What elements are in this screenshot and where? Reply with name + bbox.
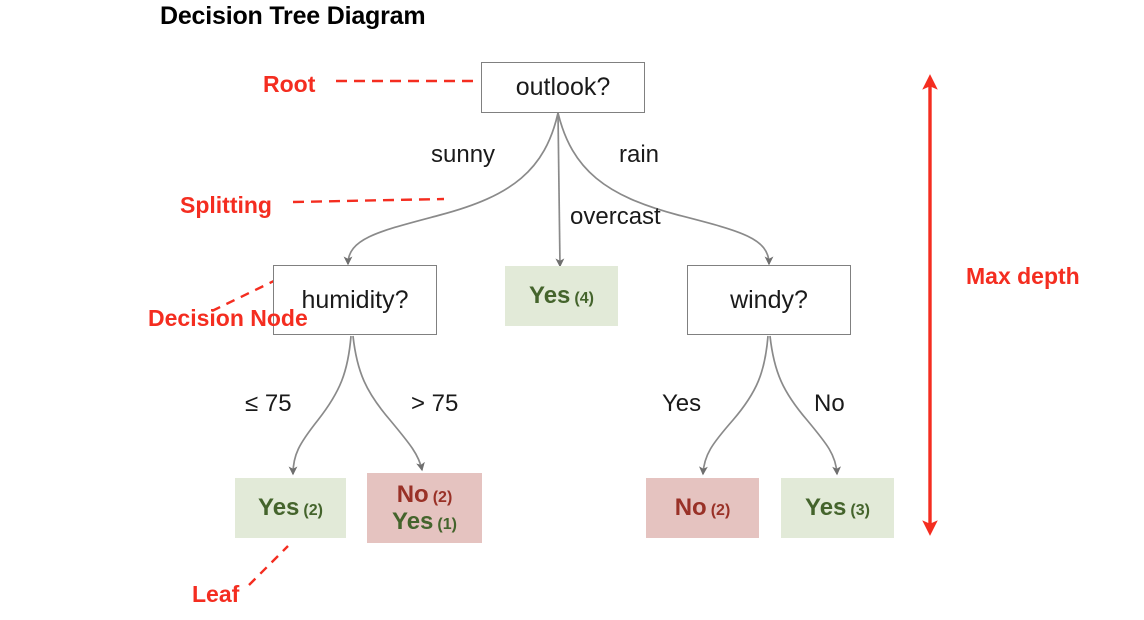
leaf-label: Yes	[392, 507, 434, 535]
node-humidity-label: humidity?	[301, 285, 409, 314]
edge-label-windy-yes: Yes	[662, 390, 702, 417]
node-windy-label: windy?	[730, 285, 808, 314]
leaf-count: (4)	[574, 290, 594, 308]
leader-splitting	[292, 197, 445, 204]
leaf-label: Yes	[805, 494, 847, 522]
leaf-label: Yes	[258, 494, 300, 522]
leader-leaf	[248, 545, 289, 586]
node-outlook[interactable]: outlook?	[481, 62, 645, 113]
leaf-line: Yes(2)	[258, 495, 323, 520]
leaf-line: No(2)	[675, 495, 731, 520]
node-humidity[interactable]: humidity?	[273, 265, 437, 335]
annotation-leaf: Leaf	[192, 581, 240, 607]
edge-root-sunny	[343, 112, 559, 266]
leaf-windy-no-yes[interactable]: Yes(3)	[781, 478, 894, 538]
edge-label-windy-no: No	[814, 390, 845, 417]
node-outlook-label: outlook?	[515, 73, 611, 101]
annotation-max-depth: Max depth	[966, 263, 1080, 289]
leaf-label: Yes	[529, 282, 571, 310]
node-windy[interactable]: windy?	[687, 265, 851, 335]
edge-label-rain: rain	[619, 141, 660, 168]
edge-humidity-le75	[288, 335, 352, 476]
edge-root-rain	[557, 112, 774, 266]
edge-label-sunny: sunny	[431, 141, 496, 168]
leaf-count: (2)	[432, 489, 453, 507]
leaf-line: Yes(4)	[529, 283, 594, 308]
leaf-label: No	[674, 494, 707, 522]
leaf-line: Yes(3)	[805, 495, 870, 520]
leaf-count: (2)	[710, 502, 731, 520]
leaf-count: (3)	[850, 502, 870, 520]
leaf-humidity-gt75-mixed[interactable]: No(2) Yes(1)	[367, 473, 482, 543]
leaf-overcast-yes[interactable]: Yes(4)	[505, 266, 618, 326]
edge-root-overcast	[555, 112, 565, 268]
page-title: Decision Tree Diagram	[160, 2, 426, 30]
annotation-splitting: Splitting	[180, 192, 272, 218]
edge-label-humidity-gt75: > 75	[411, 390, 459, 417]
edge-label-overcast: overcast	[570, 203, 661, 230]
leaf-line: No(2)	[397, 482, 453, 507]
leaf-label: No	[396, 481, 429, 509]
leaf-windy-yes-no[interactable]: No(2)	[646, 478, 759, 538]
leaf-line: Yes(1)	[392, 507, 457, 535]
leaf-count: (2)	[303, 502, 323, 520]
edge-label-humidity-le75: ≤ 75	[245, 390, 292, 417]
annotation-decision-node: Decision Node	[148, 305, 308, 331]
edge-windy-yes	[698, 335, 769, 476]
leaf-humidity-le75-yes[interactable]: Yes(2)	[235, 478, 346, 538]
annotation-root: Root	[263, 71, 316, 97]
leaf-count: (1)	[437, 515, 457, 533]
